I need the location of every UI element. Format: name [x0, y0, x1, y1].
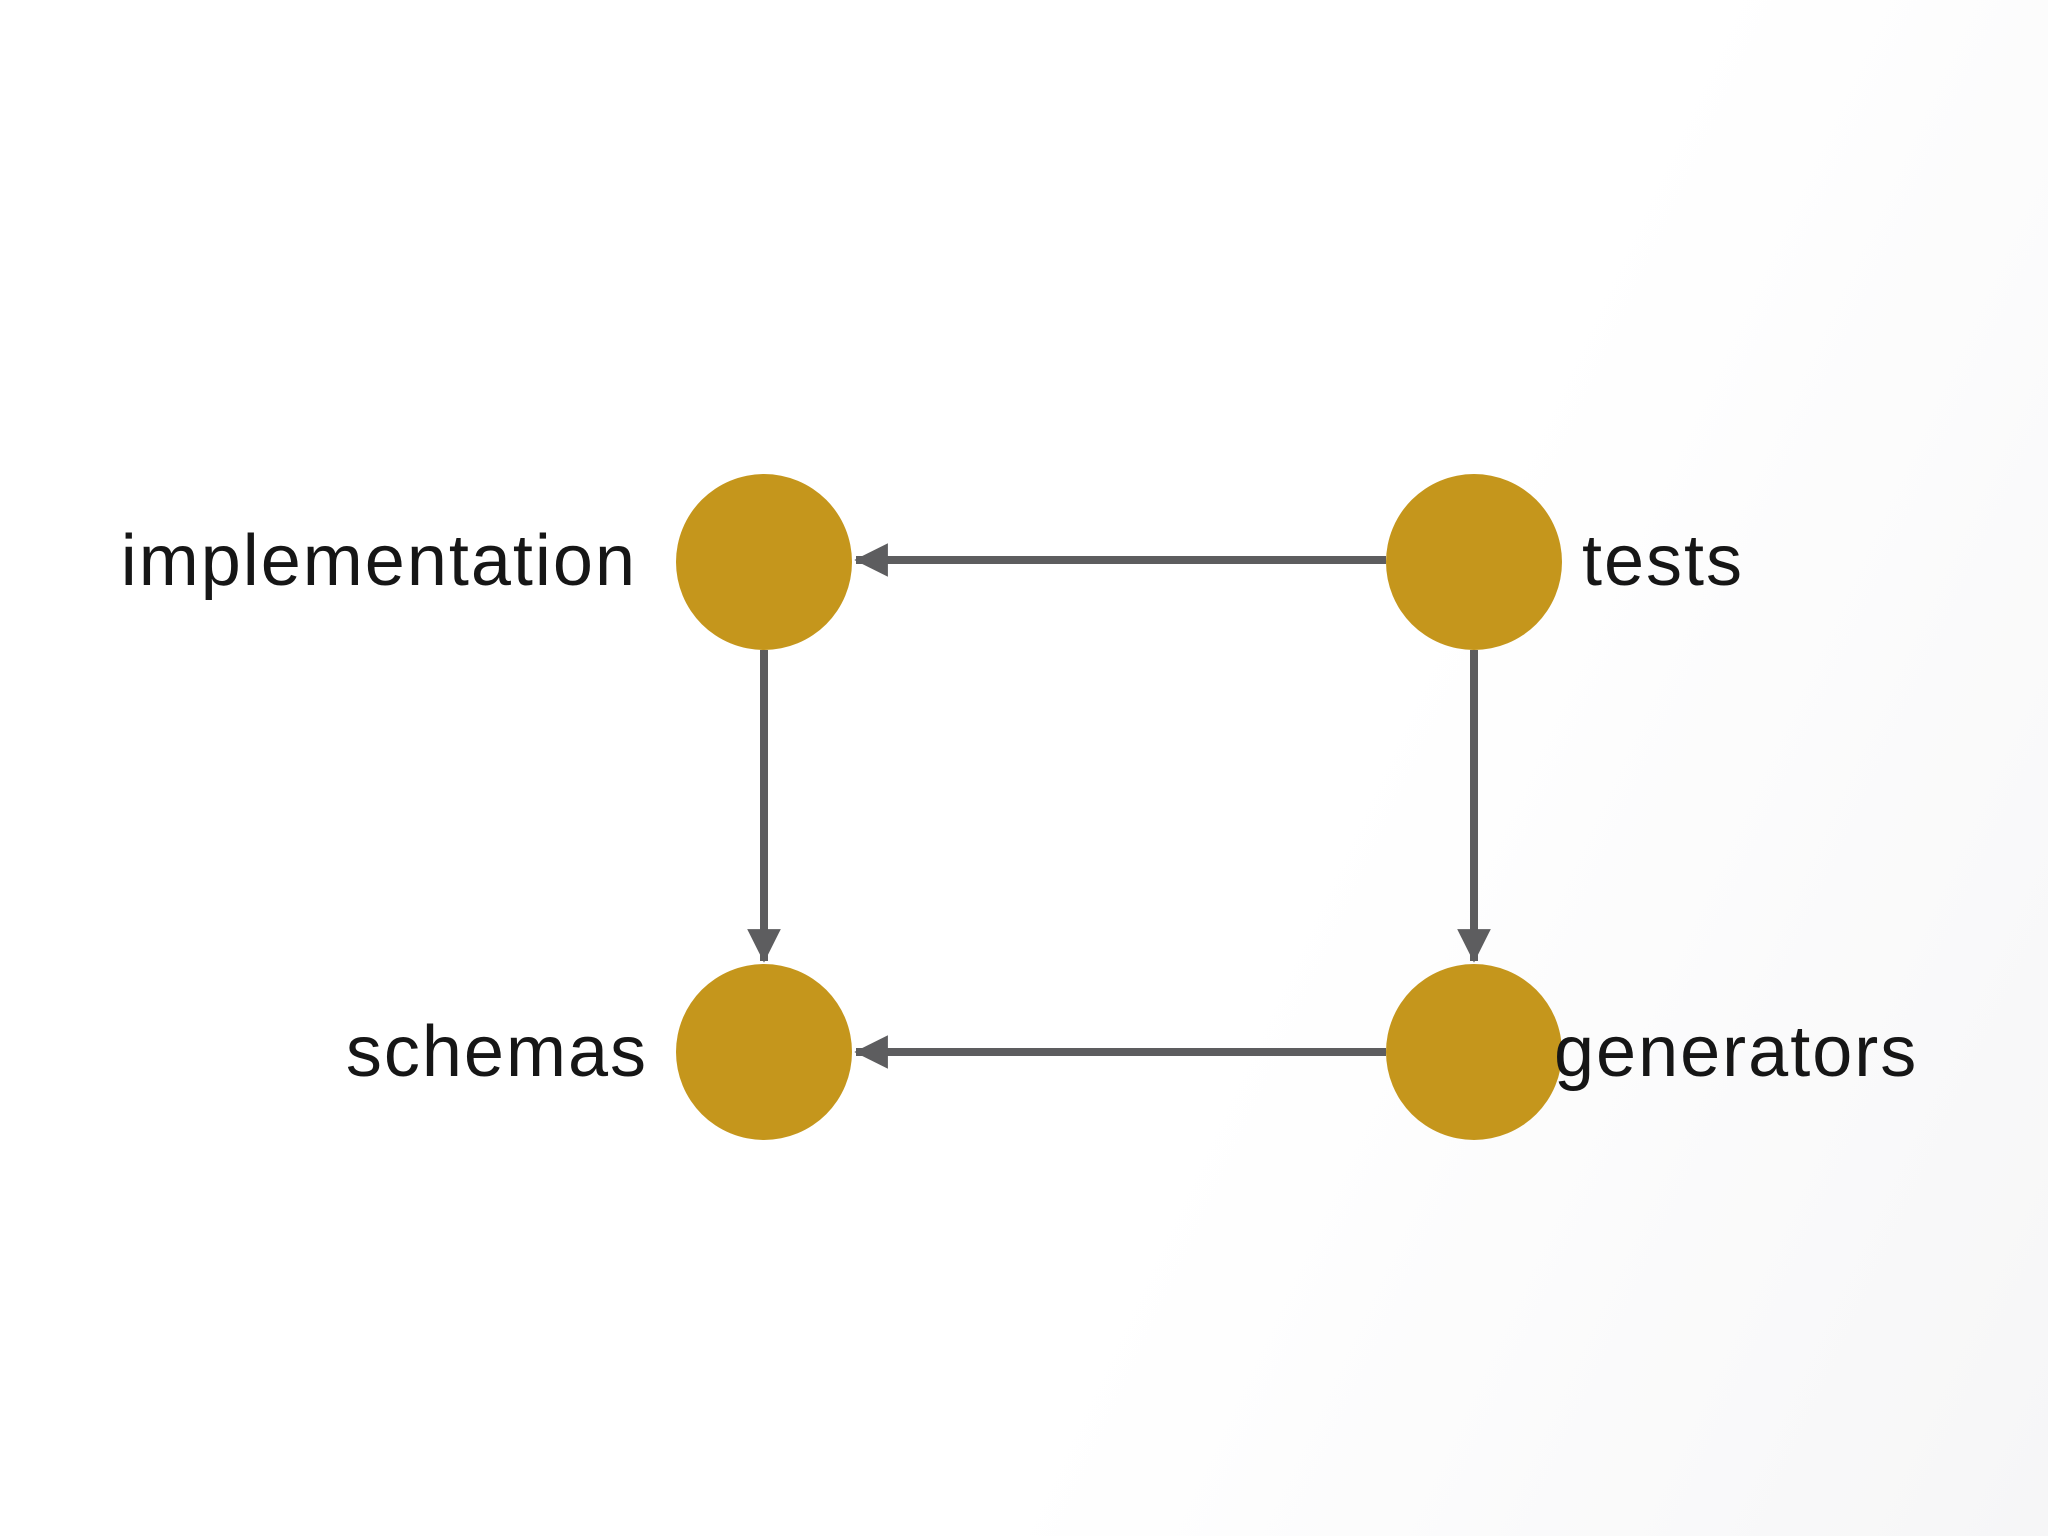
node-implementation-circle — [676, 474, 852, 650]
node-generators-label: generators — [1554, 1012, 1918, 1092]
node-tests-circle — [1386, 474, 1562, 650]
node-schemas-circle — [676, 964, 852, 1140]
node-tests-label: tests — [1582, 521, 1744, 601]
node-implementation-label: implementation — [121, 521, 637, 601]
node-schemas-label: schemas — [346, 1012, 648, 1092]
node-generators-circle — [1386, 964, 1562, 1140]
